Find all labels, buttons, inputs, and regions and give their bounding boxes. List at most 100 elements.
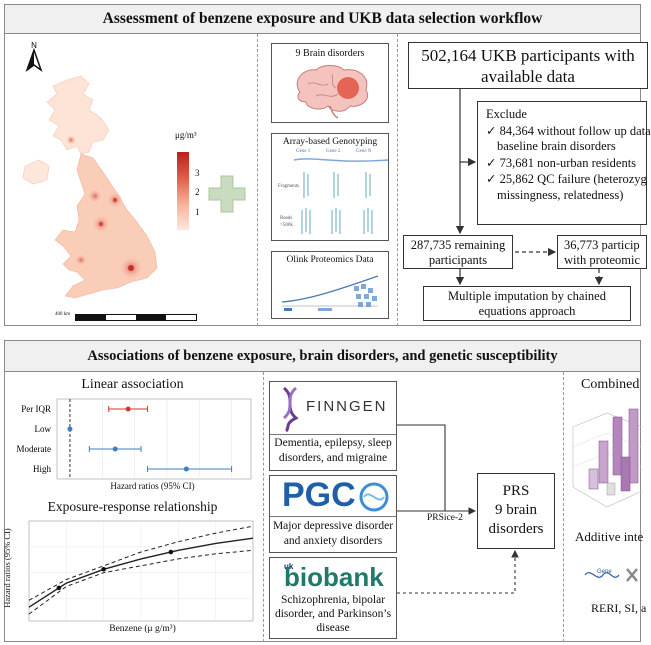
linear-xlabel: Hazard ratios (95% CI) (110, 481, 195, 491)
legend-tick-2: 2 (195, 187, 200, 197)
forest-point (183, 466, 189, 472)
forest-plot-area (56, 398, 252, 480)
gene-label: Gene (597, 569, 612, 575)
ukbiobank-logo: biobank (284, 562, 384, 592)
remaining-line-1: 287,735 remaining (410, 238, 506, 252)
genotyping-card: Array-based Genotyping Gene 1 Gene 2 Gen… (271, 133, 389, 241)
prs-box: PRS 9 brain disorders (477, 473, 555, 549)
prs-arrows (397, 424, 519, 594)
exclude-title: Exclude (486, 107, 527, 121)
curve-estimate-line (28, 537, 254, 608)
curve-lower-ci (28, 549, 254, 615)
uk-map-area: N μg/ (5, 34, 255, 326)
check-icon: ✓ (486, 171, 497, 186)
ukbiobank-text-3: disease (316, 622, 350, 634)
imputation-line-2: equations approach (478, 304, 576, 318)
forest-point (125, 406, 131, 412)
top-panel: Assessment of benzene exposure and UKB d… (4, 4, 651, 326)
genotyping-reads-illustration (293, 158, 389, 234)
gene-1-label: Gene 1 (296, 149, 311, 154)
pgc-text-1: Major depressive disorder (272, 520, 394, 532)
reads-label: Reads (280, 216, 293, 221)
legend-tick-1: 1 (195, 207, 200, 217)
scale-label: 400 km (55, 312, 71, 317)
exclude-item-2-line-1: 73,681 non-urban residents (499, 155, 637, 170)
prs-line-2: 9 brain (494, 502, 538, 518)
pgc-logo: PGC (282, 476, 356, 514)
prsice-label: PRSice-2 (427, 513, 463, 523)
check-icon: ✓ (486, 154, 497, 170)
ukbiobank-text-2: disorder, and Parkinson’s (274, 608, 392, 620)
exposure-title: Exposure-response relationship (47, 499, 218, 514)
exclude-box: Exclude ✓ 84,364 without follow up data … (477, 101, 651, 225)
ukbiobank-logo-prefix: uk (284, 562, 294, 571)
exclude-item-3-line-2: missingness, relatedness) (497, 187, 624, 202)
forest-category-label: Low (35, 424, 52, 434)
forest-category-label: Moderate (17, 444, 51, 454)
ukbiobank-card: uk biobank Schizophrenia, bipolar disord… (269, 557, 397, 639)
forest-category-label: Per IQR (21, 404, 51, 414)
olink-card: Olink Proteomics Data (271, 251, 389, 319)
curve-knot-point (168, 549, 174, 555)
gene-2-label: Gene 2 (326, 149, 341, 154)
uk-benzene-map (22, 75, 158, 299)
imputation-line-1: Multiple imputation by chained (448, 289, 606, 303)
finngen-text-1: Dementia, epilepsy, sleep (274, 437, 392, 449)
remaining-line-2: participants (428, 253, 488, 267)
gene-interaction-icon: Gene (584, 568, 638, 582)
combined-title: Combined (581, 377, 640, 392)
olink-card-title: Olink Proteomics Data (286, 255, 374, 265)
curve-upper-ci (28, 525, 254, 601)
brain-icon (296, 65, 368, 119)
ukbiobank-text-1: Schizophrenia, bipolar (280, 594, 386, 606)
gene-n-label: Gene N (356, 149, 372, 154)
top-panel-title: Assessment of benzene exposure and UKB d… (5, 5, 640, 34)
scale-bar (75, 314, 197, 321)
total-line-2: available data (481, 67, 575, 86)
additive-methods: RERI, SI, a (591, 601, 647, 615)
proteomic-line-1: 36,773 particip (564, 238, 640, 252)
check-icon: ✓ (486, 122, 497, 138)
total-line-1: 502,164 UKB participants with (421, 46, 635, 65)
prs-line-1: PRS (502, 483, 530, 499)
brain-card-title: 9 Brain disorders (295, 48, 365, 59)
proteomic-line-2: with proteomic (564, 253, 641, 267)
remaining-box: 287,735 remaining participants (403, 235, 513, 269)
finngen-text-2: disorders, and migraine (278, 452, 388, 464)
additive-title: Additive inte (575, 529, 644, 544)
north-arrow-icon: N (25, 41, 43, 72)
exposure-response-chart (28, 520, 254, 622)
proteomics-illustration (281, 275, 379, 311)
bottom-panel-title: Associations of benzene exposure, brain … (5, 341, 640, 372)
brain-disorders-card: 9 Brain disorders (271, 43, 389, 123)
reads-length-label: >500k (280, 223, 293, 228)
exclude-item-1-line-2: baseline brain disorders (497, 139, 616, 153)
fragments-label: Fragments (278, 184, 300, 189)
curve-knot-point (56, 585, 62, 591)
combined-3d-bar-chart (572, 408, 643, 508)
forest-category-label: High (33, 464, 52, 474)
finngen-card: FINNGEN Dementia, epilepsy, sleep disord… (269, 381, 397, 471)
forest-point (67, 426, 73, 432)
exposure-xlabel: Benzene (μ g/m³) (109, 624, 176, 634)
dna-icon (282, 386, 299, 433)
geno-card-title: Array-based Genotyping (282, 137, 378, 147)
bottom-panel: Associations of benzene exposure, brain … (2, 340, 646, 642)
finngen-logo: FINNGEN (306, 398, 388, 415)
legend-tick-3: 3 (195, 168, 200, 178)
linear-title: Linear association (81, 377, 184, 392)
plus-icon (208, 175, 246, 213)
exclude-item-3-line-1: 25,862 QC failure (heterozyg (499, 172, 647, 186)
pgc-text-2: and anxiety disorders (283, 535, 383, 547)
curve-knot-point (101, 566, 106, 572)
imputation-box: Multiple imputation by chained equations… (423, 286, 631, 321)
north-label: N (31, 41, 37, 50)
prs-line-3: disorders (488, 521, 544, 537)
pgc-card: PGC Major depressive disorder and anxiet… (269, 475, 397, 553)
total-participants-box: 502,164 UKB participants with available … (408, 42, 648, 89)
flow-arrows (455, 89, 604, 286)
legend-colorbar (177, 152, 189, 230)
legend-unit: μg/m³ (175, 130, 197, 140)
proteomic-box: 36,773 particip with proteomic (557, 235, 647, 269)
